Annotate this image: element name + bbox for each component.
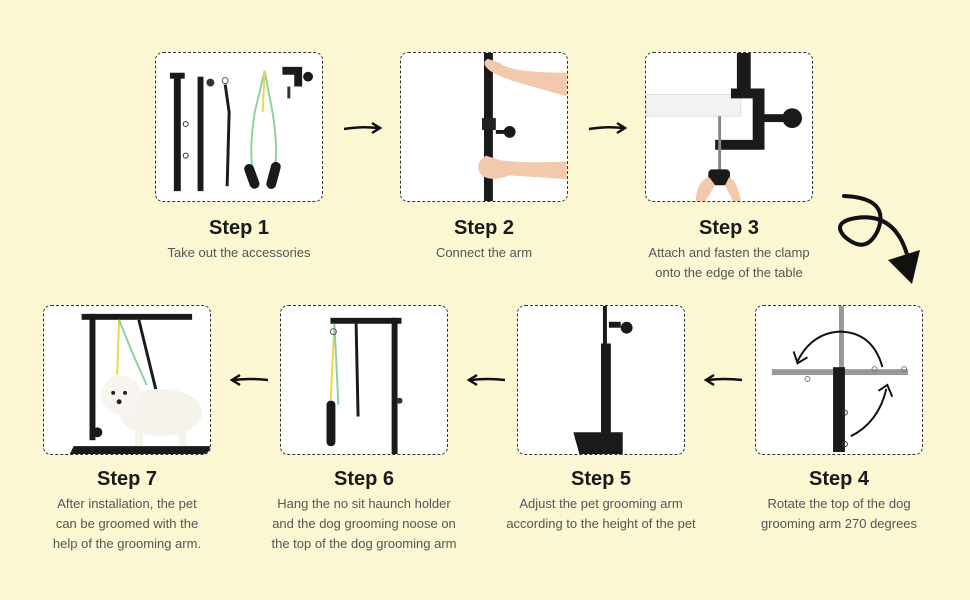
arrow-left-icon (703, 373, 743, 387)
step-6-desc: Hang the no sit haunch holder and the do… (234, 494, 494, 554)
step-2-desc: Connect the arm (364, 243, 604, 263)
step-2-title: Step 2 (453, 217, 515, 239)
step-6-desc-line: Hang the no sit haunch holder (277, 496, 451, 511)
rotate-arm-illustration (771, 306, 909, 453)
rotate-arrow-icon (792, 330, 894, 438)
step-3-title: Step 3 (698, 217, 760, 239)
step-3-desc-line: onto the edge of the table (655, 265, 803, 280)
step-1-desc: Take out the accessories (119, 243, 359, 263)
step-7-image (43, 305, 211, 455)
step-5-desc-line: according to the height of the pet (506, 516, 696, 531)
step-1-desc-line: Take out the accessories (167, 245, 311, 260)
arrow-left-icon (466, 373, 506, 387)
step-4-desc-line: Rotate the top of the dog (767, 496, 911, 511)
step-5-image (517, 305, 685, 455)
step-2-desc-line: Connect the arm (435, 245, 533, 260)
arrow-left-icon (229, 373, 269, 387)
step-6-title: Step 6 (333, 468, 395, 490)
clamp-illustration (646, 53, 803, 201)
step-4-title: Step 4 (808, 468, 870, 490)
step-7-desc-line: can be groomed with the (55, 516, 199, 531)
step-4-desc-line: grooming arm 270 degrees (760, 516, 918, 531)
arrow-right-icon (588, 121, 628, 135)
step-6-desc-line: and the dog grooming noose on (272, 516, 456, 531)
groomed-dog-illustration (69, 313, 210, 454)
step-7-desc-line: After installation, the pet (57, 496, 197, 511)
step-5-title: Step 5 (570, 468, 632, 490)
hang-accessories-illustration (326, 317, 403, 454)
step-1-image (155, 52, 323, 202)
step-6-image (280, 305, 448, 455)
step-3-desc-line: Attach and fasten the clamp (648, 245, 810, 260)
step-1-title: Step 1 (208, 217, 270, 239)
arrow-right-icon (343, 121, 383, 135)
step-7-title: Step 7 (96, 468, 158, 490)
step-4-image (755, 305, 923, 455)
step-5-desc: Adjust the pet grooming arm according to… (471, 494, 731, 534)
step-3-image (645, 52, 813, 202)
step-7-desc-line: help of the grooming arm. (52, 536, 202, 551)
step-6-desc-line: the top of the dog grooming arm (271, 536, 457, 551)
connect-arm-illustration (478, 53, 567, 201)
step-7-desc: After installation, the pet can be groom… (7, 494, 247, 554)
step-5-desc-line: Adjust the pet grooming arm (519, 496, 683, 511)
curved-arrow-icon (838, 194, 920, 284)
step-2-image (400, 52, 568, 202)
step-4-desc: Rotate the top of the dog grooming arm 2… (719, 494, 959, 534)
accessories-illustration (169, 66, 313, 192)
adjust-arm-illustration (573, 306, 633, 454)
step-3-desc: Attach and fasten the clamp onto the edg… (599, 243, 859, 283)
